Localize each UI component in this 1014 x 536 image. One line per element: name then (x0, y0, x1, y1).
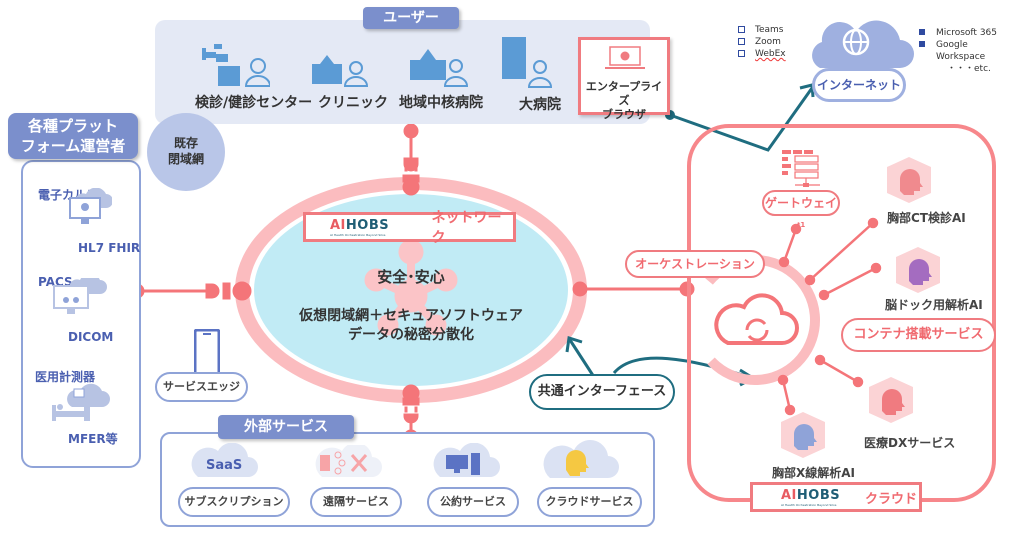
plug-left (129, 281, 252, 301)
ai-head-cube-icon (781, 412, 825, 458)
logo-tagline: AI Health Orchestration Beyond Silos (330, 232, 386, 237)
conferencing-list: Teams Zoom WebEx (738, 24, 786, 60)
platform-standard-mfer: MFER等 (68, 432, 118, 446)
regional-hospital-icon (408, 46, 470, 88)
logo-tagline: AI Health Orchestration Beyond Silos (781, 502, 837, 507)
orchestration-spokes (777, 217, 882, 416)
remote-tools-icon (315, 445, 382, 477)
conferencing-item: Zoom (738, 36, 786, 48)
platform-title-line2: フォーム運営者 (20, 137, 126, 155)
logo-ai: AI (781, 487, 797, 503)
service-brain-dock-label: 脳ドック用解析AI (885, 298, 983, 312)
service-chest-ct-label: 胸部CT検診AI (887, 211, 966, 225)
platform-title: 各種プラット フォーム運営者 (8, 113, 138, 159)
clinic-icon (310, 52, 370, 88)
hub-watermark (364, 239, 458, 336)
existing-closed-network: 既存 閉域網 (147, 113, 225, 191)
orchestration-ring (689, 255, 820, 386)
service-medical-dx-label: 医療DXサービス (864, 436, 956, 450)
ext-subscription-pill[interactable]: サブスクリプション (178, 487, 290, 517)
smartphone-icon (194, 329, 220, 377)
service-chest-xray-label: 胸部X線解析AI (772, 466, 856, 480)
cloud-banner: AIHOBS AI Health Orchestration Beyond Si… (750, 482, 922, 512)
saas-text: SaaS (206, 458, 243, 473)
public-computer-icon (433, 443, 500, 477)
network-label: ネットワーク (431, 210, 502, 246)
service-chest-xray[interactable] (778, 410, 828, 464)
network-banner: AIHOBS AI Health Orchestration Beyond Si… (303, 210, 516, 246)
enterprise-browser-line2: ブラウザ (602, 108, 646, 121)
network-desc-line1: 仮想閉域網＋セキュアソフトウェア (299, 308, 523, 324)
ext-cloud-pill[interactable]: クラウドサービス (537, 487, 642, 517)
connector-right (572, 281, 695, 297)
common-interface-pill[interactable]: 共通インターフェース (529, 374, 675, 410)
ai-head-cube-icon (869, 377, 913, 423)
laptop-globe-icon (605, 46, 645, 69)
cloud-label: クラウド (865, 491, 918, 507)
gateway-label: ゲートウェイ (764, 196, 837, 210)
ai-head-cube-icon (896, 247, 940, 293)
logo-ai: AI (330, 217, 346, 233)
cloud-sync-icon (714, 293, 799, 345)
conferencing-item: Teams (738, 24, 786, 36)
orchestration-pill[interactable]: オーケストレーション (625, 250, 765, 278)
aihobs-logo: AIHOBS AI Health Orchestration Beyond Si… (781, 488, 851, 507)
office-suite-list: Microsoft 365 Google Workspace ・・・etc. (919, 27, 997, 75)
large-hospital-icon (500, 37, 555, 89)
plug-top (402, 123, 420, 196)
checkup-center-icon (200, 44, 272, 88)
user-checkup-center: 検診/健診センター (195, 95, 313, 111)
service-brain-dock[interactable] (893, 245, 943, 299)
logo-hobs: HOBS (796, 487, 841, 503)
enterprise-browser-card[interactable]: エンタープライズ ブラウザ (578, 37, 670, 121)
closed-network-line2: 閉域網 (167, 152, 204, 166)
gateway-footnote: *1 (796, 221, 806, 229)
office-suite-item: Workspace (936, 52, 986, 62)
ext-remote-pill[interactable]: 遠隔サービス (310, 487, 402, 517)
ehr-monitor-icon (69, 188, 112, 224)
platform-title-line1: 各種プラット (27, 117, 118, 135)
service-chest-ct[interactable] (884, 155, 934, 209)
network-desc-line2: データの秘密分散化 (348, 327, 474, 343)
office-suite-item: ・・・etc. (947, 64, 991, 74)
internet-cloud-icon (812, 20, 914, 68)
ext-public-pill[interactable]: 公約サービス (427, 487, 519, 517)
aihobs-logo: AIHOBS AI Health Orchestration Beyond Si… (330, 218, 410, 237)
user-clinic: クリニック (318, 95, 388, 111)
platform-standard-hl7: HL7 FHIR (78, 241, 141, 255)
conferencing-item: WebEx (738, 48, 786, 60)
platform-standard-dicom: DICOM (68, 330, 114, 344)
gateway-server-icon (782, 150, 820, 187)
ai-head-cube-icon (887, 157, 931, 203)
platform-item-medical-device: 医用計測器 (35, 370, 96, 384)
ai-head-icon (543, 440, 619, 478)
patient-bed-icon (52, 383, 110, 421)
saas-cloud-icon (191, 443, 258, 477)
internet-pill[interactable]: インターネット (812, 68, 906, 102)
service-medical-dx[interactable] (866, 375, 916, 429)
closed-network-line1: 既存 (173, 136, 198, 150)
service-edge-pill[interactable]: サービスエッジ (155, 372, 248, 402)
gateway-pill[interactable]: ゲートウェイ *1 (762, 190, 840, 229)
container-services-pill[interactable]: コンテナ搭載サービス (841, 318, 996, 352)
external-services-title: 外部サービス (218, 415, 354, 439)
user-regional-hospital: 地域中核病院 (399, 95, 483, 111)
user-large-hospital: 大病院 (519, 97, 561, 113)
users-title: ユーザー (363, 7, 459, 29)
enterprise-browser-line1: エンタープライズ (585, 80, 663, 107)
pacs-monitor-icon (53, 278, 107, 314)
office-suite-item: Google (919, 39, 997, 51)
safety-text: 安全･安心 (377, 268, 445, 286)
logo-hobs: HOBS (345, 217, 390, 233)
office-suite-item: Microsoft 365 (919, 27, 997, 39)
